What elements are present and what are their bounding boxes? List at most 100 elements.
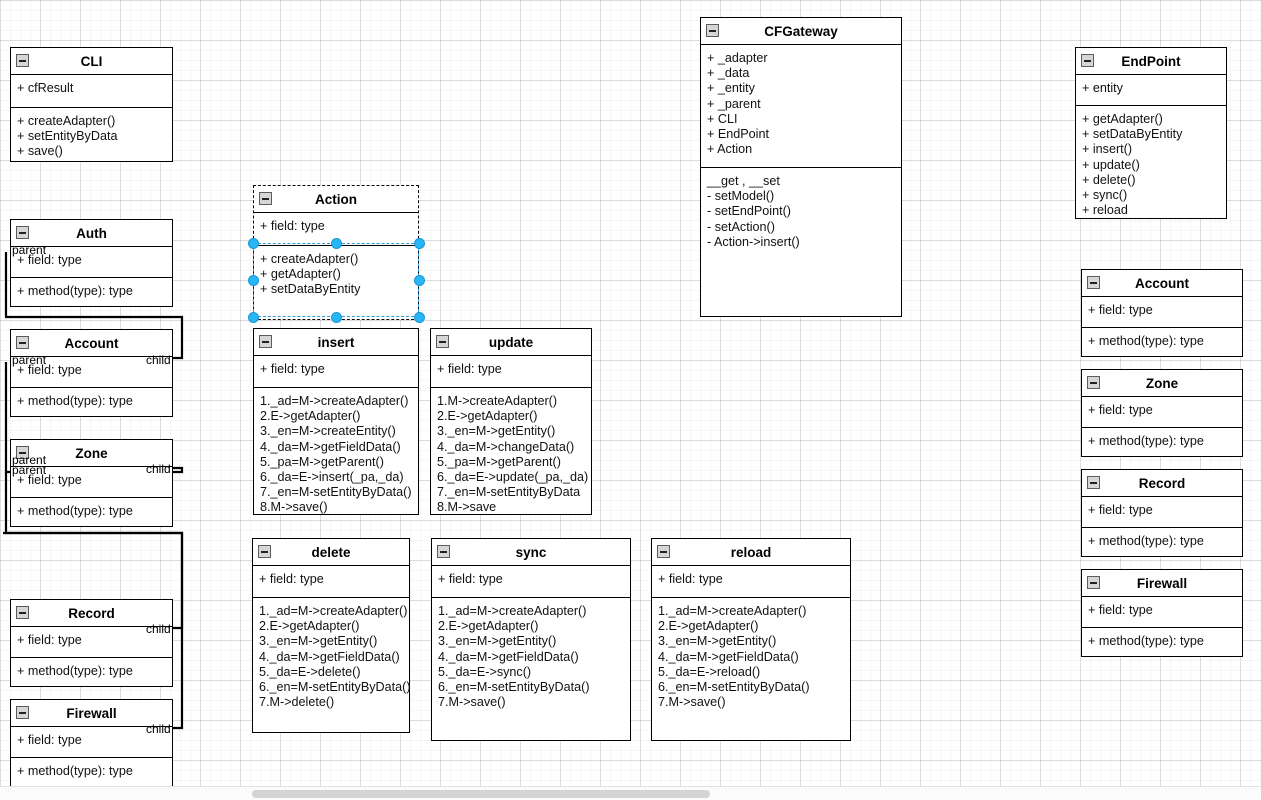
class-name-label: Action [315,192,357,207]
method-row: + setDataByEntity [260,282,361,297]
class-name-label: Zone [1145,376,1179,391]
method-row: + insert() [1082,142,1133,157]
method-row: + method(type): type [1088,334,1204,348]
uml-attributes-account-right: + field: type [1082,297,1242,328]
attribute-row: + field: type [17,363,82,377]
uml-class-account-left[interactable]: Account+ field: type+ method(type): type [10,329,173,417]
class-name-label: Zone [75,446,108,461]
method-row: + method(type): type [17,504,133,518]
method-row: 3._en=M->getEntity() [658,634,777,649]
class-name-label: Account [1135,276,1189,291]
uml-methods-cfgateway: __get , __set- setModel()- setEndPoint()… [701,168,901,257]
horizontal-scrollbar[interactable] [0,786,1261,800]
collapse-minus-icon[interactable] [1087,276,1100,289]
method-row: 4._da=M->changeData() [437,439,575,454]
collapse-minus-icon[interactable] [16,54,29,67]
attribute-row: + field: type [17,733,82,747]
uml-methods-insert: 1._ad=M->createAdapter()2.E->getAdapter(… [254,388,418,523]
uml-class-record-right[interactable]: Record+ field: type+ method(type): type [1081,469,1243,557]
uml-class-title-cli: CLI [11,48,172,75]
collapse-minus-icon[interactable] [259,192,272,205]
attribute-row: + field: type [1088,603,1153,617]
edge-label: child [146,462,171,476]
resize-handle[interactable] [248,238,259,249]
class-name-label: Firewall [1136,576,1188,591]
method-row: 7.M->save() [658,695,726,710]
method-row: 3._en=M->getEntity() [438,634,557,649]
method-row: + getAdapter() [260,267,341,282]
edge-label: parent [12,243,47,257]
method-row: - setAction() [707,219,775,234]
uml-class-cli[interactable]: CLI+ cfResult+ createAdapter()+ setEntit… [10,47,173,162]
collapse-minus-icon[interactable] [1081,54,1094,67]
uml-attributes-endpoint: + entity [1076,75,1226,106]
collapse-minus-icon[interactable] [16,706,29,719]
uml-attributes-firewall-right: + field: type [1082,597,1242,628]
uml-class-title-reload: reload [652,539,850,566]
attribute-row: + _data [707,66,750,81]
uml-class-action[interactable]: Action+ field: type+ createAdapter()+ ge… [253,185,419,320]
uml-class-firewall-left[interactable]: Firewall+ field: type+ method(type): typ… [10,699,173,787]
resize-handle[interactable] [331,238,342,249]
connector-auth-account[interactable] [4,252,184,360]
uml-class-auth[interactable]: Auth+ field: type+ method(type): type [10,219,173,307]
uml-class-firewall-right[interactable]: Firewall+ field: type+ method(type): typ… [1081,569,1243,657]
uml-attributes-firewall-left: + field: type [11,727,172,758]
resize-handle[interactable] [331,312,342,323]
resize-handle[interactable] [414,275,425,286]
uml-class-title-firewall-left: Firewall [11,700,172,727]
method-row: 1._ad=M->createAdapter() [438,604,587,618]
collapse-minus-icon[interactable] [657,545,670,558]
uml-class-title-endpoint: EndPoint [1076,48,1226,75]
collapse-minus-icon[interactable] [16,606,29,619]
method-row: 4._da=M->getFieldData() [259,649,400,664]
edge-label: parent [12,453,47,467]
resize-handle[interactable] [248,275,259,286]
resize-handle[interactable] [248,312,259,323]
uml-attributes-reload: + field: type [652,566,850,598]
collapse-minus-icon[interactable] [1087,476,1100,489]
edge-label: child [146,722,171,736]
collapse-minus-icon[interactable] [16,226,29,239]
attribute-row: + cfResult [17,81,74,95]
collapse-minus-icon[interactable] [1087,576,1100,589]
uml-methods-zone-right: + method(type): type [1082,428,1242,456]
collapse-minus-icon[interactable] [1087,376,1100,389]
uml-class-title-cfgateway: CFGateway [701,18,901,45]
uml-class-title-zone-left: Zone [11,440,172,467]
resize-handle[interactable] [414,312,425,323]
method-row: + createAdapter() [260,252,359,266]
uml-class-endpoint[interactable]: EndPoint+ entity+ getAdapter()+ setDataB… [1075,47,1227,219]
uml-class-zone-left[interactable]: Zone+ field: type+ method(type): type [10,439,173,527]
collapse-minus-icon[interactable] [259,335,272,348]
uml-methods-account-right: + method(type): type [1082,328,1242,356]
edge-label: child [146,622,171,636]
uml-class-title-account-right: Account [1082,270,1242,297]
resize-handle[interactable] [414,238,425,249]
method-row: 4._da=M->getFieldData() [658,649,799,664]
method-row: + update() [1082,157,1140,172]
class-name-label: Record [68,606,115,621]
uml-class-zone-right[interactable]: Zone+ field: type+ method(type): type [1081,369,1243,457]
horizontal-scrollbar-thumb[interactable] [252,790,710,798]
connector-account-zone[interactable] [4,362,184,474]
uml-class-account-right[interactable]: Account + field: type + method(type): type [1081,269,1243,357]
collapse-minus-icon[interactable] [258,545,271,558]
collapse-minus-icon[interactable] [706,24,719,37]
uml-class-record-left[interactable]: Record+ field: type+ method(type): type [10,599,173,687]
collapse-minus-icon[interactable] [16,446,29,459]
method-row: 5._da=E->sync() [438,664,532,679]
collapse-minus-icon[interactable] [437,545,450,558]
connector-zone-firewall[interactable] [3,531,184,730]
collapse-minus-icon[interactable] [436,335,449,348]
collapse-minus-icon[interactable] [16,336,29,349]
uml-class-cfgateway[interactable]: CFGateway+ _adapter+ _data+ _entity+ _pa… [700,17,902,317]
uml-attributes-sync: + field: type [432,566,630,598]
